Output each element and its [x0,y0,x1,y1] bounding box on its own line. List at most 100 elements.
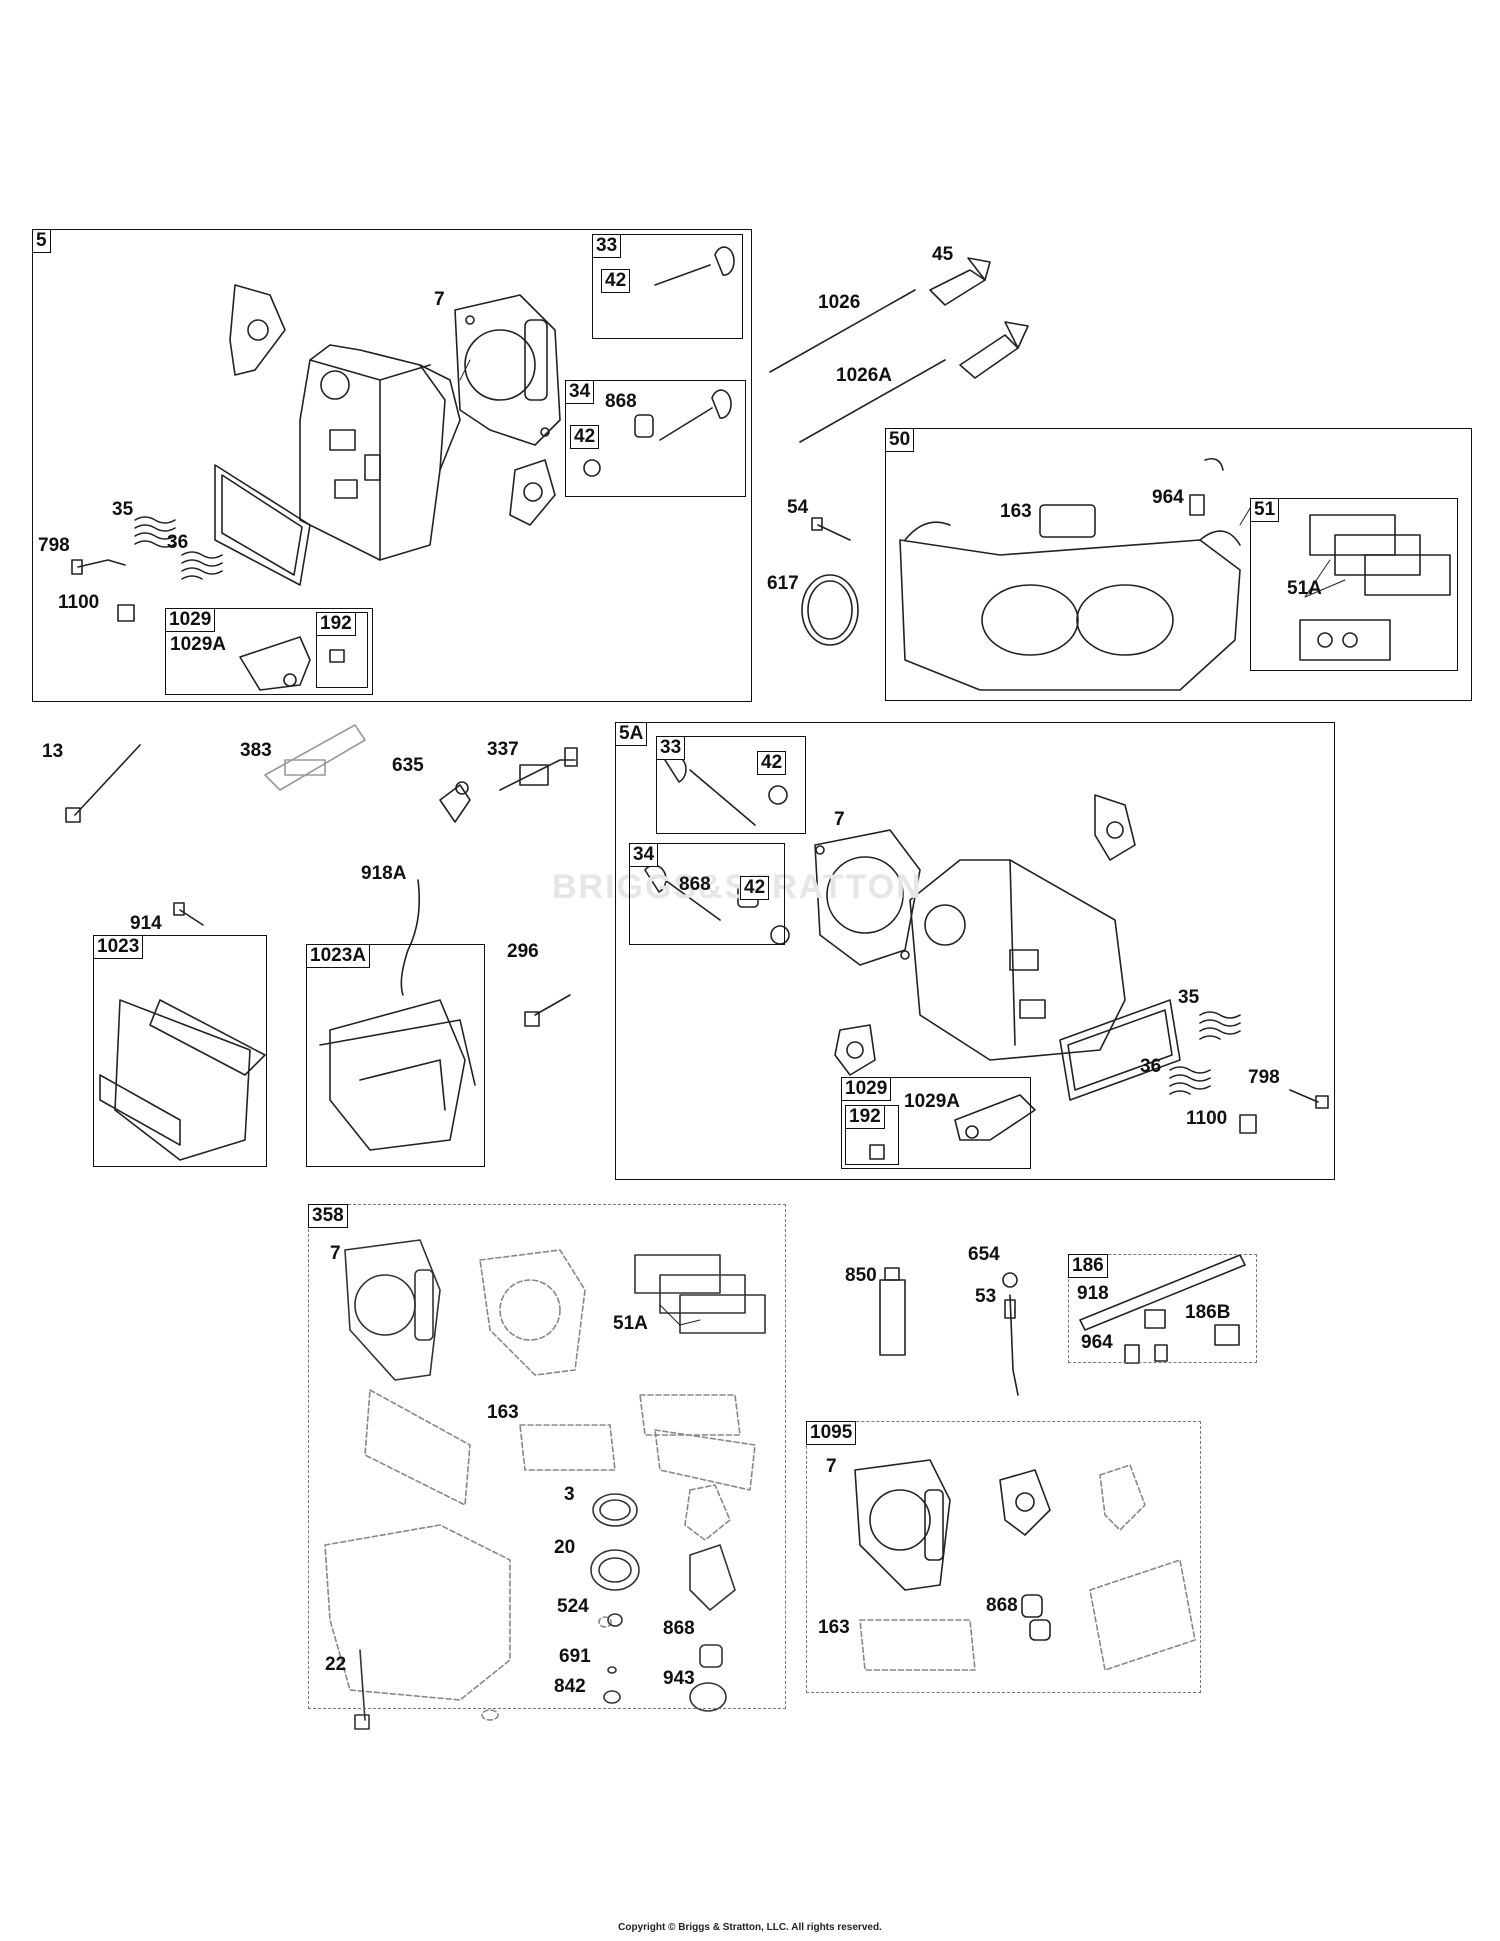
head-gasket-358-icon [344,1239,441,1381]
group-1095-box: 1095 [806,1421,1201,1693]
exhaust-gasket-1095-icon [999,1469,1051,1536]
group-34-tag: 34 [565,380,595,404]
label-7b: 7 [834,809,845,830]
bolt-13-icon [65,744,141,823]
label-7d: 7 [826,1456,837,1477]
group-5-box: 5 [32,229,752,702]
label-186B: 186B [1185,1302,1231,1323]
spark-plug-boot-icon [439,781,471,823]
label-964: 964 [1152,487,1184,508]
head-gasket-5a-icon [814,829,921,966]
pushrod-1026a-icon [799,359,946,443]
tube-918-icon [1079,1254,1246,1331]
breather-383-icon [264,724,366,791]
label-45: 45 [932,244,954,265]
label-798: 798 [38,535,70,556]
label-22: 22 [325,1654,347,1675]
rocker-cover-gasket-icon [214,464,311,586]
label-1029A: 1029A [170,634,226,655]
valve-34-icon [583,389,732,477]
group-42b-tag: 42 [570,425,600,449]
label-1026: 1026 [818,292,861,313]
label-524: 524 [557,1596,589,1617]
group-42c-tag: 42 [757,751,787,775]
label-7: 7 [434,289,445,310]
o-ring-617-icon [801,574,859,646]
valve-spring-5a-icon [1169,1011,1241,1095]
label-868b: 868 [679,874,711,895]
stud-296-icon [524,994,571,1027]
cylinder-head-5a-icon [909,859,1126,1061]
copyright-notice: Copyright © Briggs & Stratton, LLC. All … [618,1922,882,1933]
group-192b-box: 192 [845,1105,899,1165]
label-383: 383 [240,740,272,761]
label-1026A: 1026A [836,365,892,386]
label-36: 36 [167,532,189,553]
label-3: 3 [564,1484,575,1505]
group-5-tag: 5 [32,229,51,253]
label-1100b: 1100 [1186,1108,1228,1129]
label-842: 842 [554,1676,586,1697]
label-163: 163 [1000,501,1032,522]
label-964b: 964 [1081,1332,1113,1353]
head-gasket-icon [454,294,561,446]
group-1023a-tag: 1023A [306,944,370,968]
clip-1100-icon [117,604,135,622]
label-13: 13 [42,741,64,762]
cylinder-head-icon [299,344,461,561]
label-914: 914 [130,913,162,934]
group-186-box: 186 [1068,1254,1257,1363]
label-1100: 1100 [58,592,100,613]
label-53: 53 [975,1286,997,1307]
group-5a-box: 5A [615,722,1335,1180]
group-5a-tag: 5A [615,722,648,746]
group-33b-tag: 33 [656,736,686,760]
exhaust-gasket-5a-icon [834,1024,876,1076]
gasket-set-358-icon [324,1249,756,1721]
label-35: 35 [112,499,134,520]
group-358-tag: 358 [308,1204,348,1228]
label-296: 296 [507,941,539,962]
intake-manifold-icon [899,504,1241,691]
valve-cover-1023a-icon [319,999,476,1151]
group-1029-tag: 1029 [165,608,216,632]
group-1023-tag: 1023 [93,935,144,959]
spark-plug-icon [499,747,578,791]
group-33-tag: 33 [592,234,622,258]
valve-guide-45-icon [929,257,991,306]
group-192-box: 192 [316,612,368,688]
label-36b: 36 [1140,1056,1162,1077]
rocker-arm-5a-icon [869,1094,1036,1160]
label-635: 635 [392,755,424,776]
group-50-box: 50 [885,428,1472,701]
label-51A: 51A [1287,578,1322,599]
rocker-cover-gasket-5a-icon [1059,999,1181,1101]
group-358-box: 358 [308,1204,786,1709]
fitting-186b-icon [1124,1309,1240,1364]
label-163c: 163 [818,1617,850,1638]
intake-gaskets-51-icon [1299,514,1451,661]
label-918A: 918A [361,863,407,884]
clip-1100b-icon [1239,1114,1257,1134]
label-163b: 163 [487,1402,519,1423]
valve-guide-icon [959,321,1029,379]
group-1023a-box: 1023A [306,944,485,1167]
group-34b-box: 34 42 [629,843,785,945]
label-51Ab: 51A [613,1313,648,1334]
seals-1095-icon [1021,1594,1051,1641]
label-850: 850 [845,1265,877,1286]
rod-53-icon [1004,1294,1019,1396]
group-1023-box: 1023 [93,935,267,1167]
group-1029b-box: 1029 192 [841,1077,1031,1169]
group-42-tag: 42 [601,269,631,293]
label-654: 654 [968,1244,1000,1265]
valve-spring-icon [134,516,223,580]
rocker-arm-icon [239,636,345,691]
group-186-tag: 186 [1068,1254,1108,1278]
label-691: 691 [559,1646,591,1667]
bolt-54-icon [811,517,851,541]
group-1029b-tag: 1029 [841,1077,892,1101]
gasket-small-5a-icon [1094,794,1136,861]
